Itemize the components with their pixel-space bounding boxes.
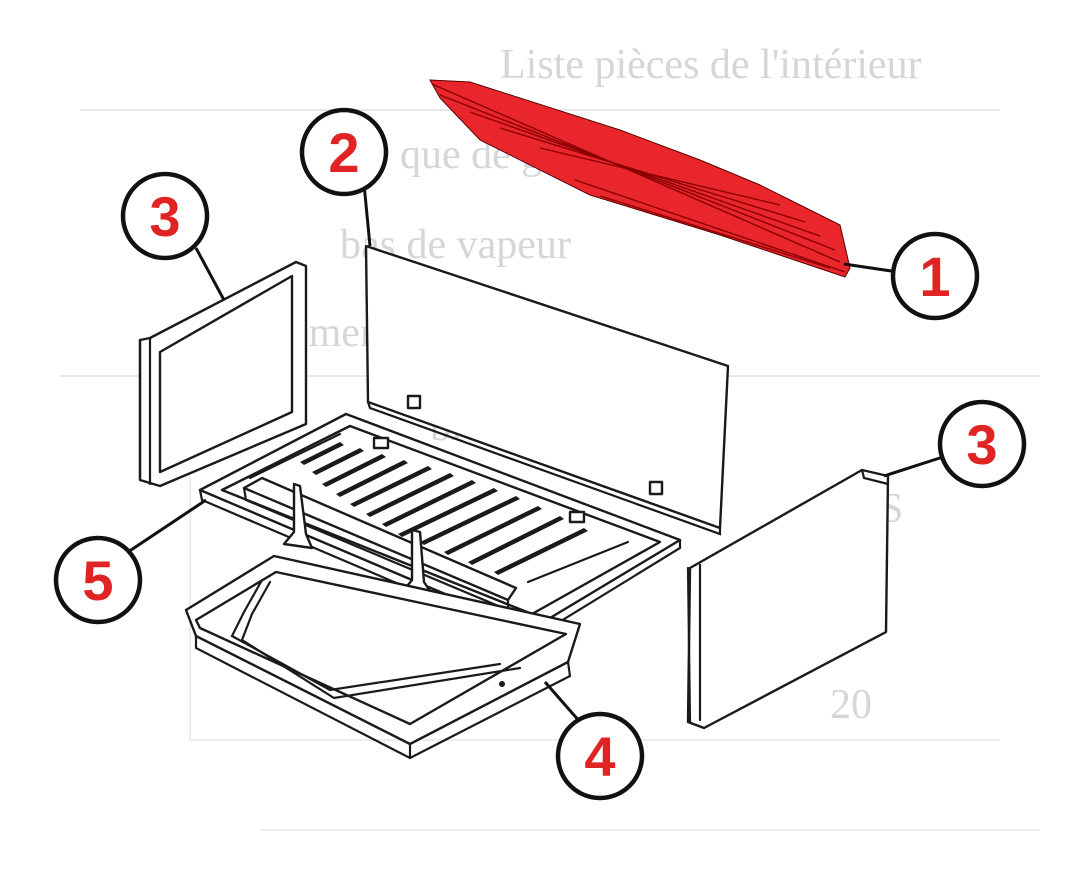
callout-5: 5	[53, 535, 143, 625]
callout-3-left: 3	[120, 171, 210, 261]
callout-1: 1	[890, 231, 980, 321]
callout-5-number: 5	[82, 549, 113, 612]
callout-3-right: 3	[937, 399, 1027, 489]
callout-4-number: 4	[584, 725, 615, 788]
callout-2: 2	[299, 107, 389, 197]
part-3-left-side-panel	[138, 260, 308, 488]
ghost-line-1: Liste pièces de l'intérieur	[500, 42, 922, 88]
callout-2-number: 2	[328, 121, 359, 184]
part-2-back-panel	[364, 244, 730, 536]
ghost-line-8: 20	[830, 682, 872, 728]
leader-lines	[127, 183, 947, 723]
part-1-top-plates	[429, 79, 851, 278]
part-3-right-side-panel	[686, 468, 890, 730]
grate-slots	[300, 442, 588, 575]
callout-1-number: 1	[919, 245, 950, 308]
callout-3-right-number: 3	[966, 413, 997, 476]
callout-4: 4	[555, 711, 645, 801]
part-5-grate	[198, 412, 682, 642]
callout-3-left-number: 3	[149, 185, 180, 248]
part-4-ash-pan	[184, 554, 582, 760]
